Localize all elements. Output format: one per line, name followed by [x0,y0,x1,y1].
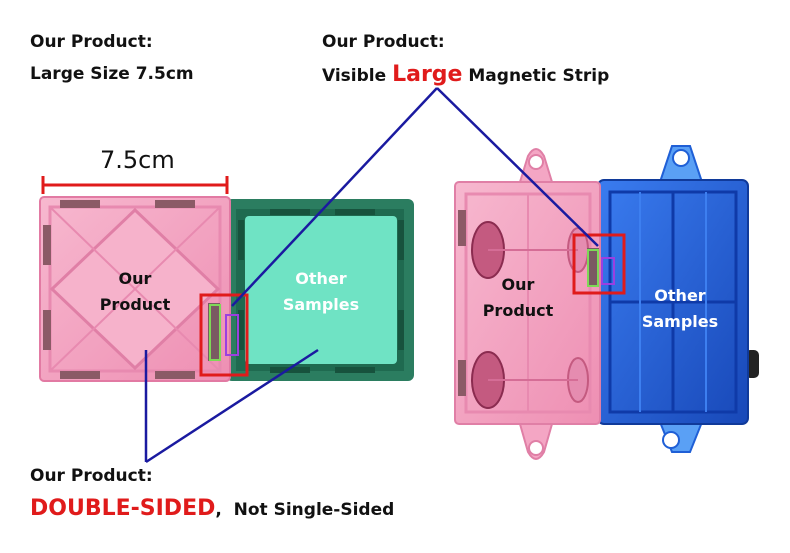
caption-top-right-line2: Visible Large Magnetic Strip [322,62,609,87]
caption-bottom-highlight: DOUBLE-SIDED [30,496,216,521]
pink-rectangle-tile [454,148,601,460]
left-pink-tile-line2: Product [99,295,171,314]
caption-bottom-suffix: , Not Single-Sided [215,500,395,520]
dimension-label: 7.5cm [100,146,175,174]
left-green-tile-line2: Samples [282,295,360,314]
left-green-tile-label: Other Samples [271,266,371,318]
magnet-strip-highlight-right [572,233,626,295]
left-green-tile-line1: Other [295,269,347,288]
left-pink-tile-line1: Our [118,269,152,288]
caption-top-right-suffix: Magnetic Strip [462,66,610,86]
dimension-marker [41,176,229,194]
caption-top-left-line2: Large Size 7.5cm [30,64,194,84]
pink-square-tile [39,196,231,382]
right-pink-tile-line1: Our [501,275,535,294]
caption-bottom-line1: Our Product: [30,466,153,486]
right-blue-tile-line1: Other [654,286,706,305]
right-pink-tile-line2: Product [482,301,554,320]
magnet-strip-highlight-left [199,293,249,377]
caption-top-right-line1: Our Product: [322,32,445,52]
left-pink-tile-label: Our Product [85,266,185,318]
caption-top-right-prefix: Visible [322,66,393,86]
caption-top-left-line1: Our Product: [30,32,153,52]
caption-bottom-line2: DOUBLE-SIDED, Not Single-Sided [30,496,394,521]
blue-tile [597,145,759,453]
right-pink-tile-label: Our Product [468,272,568,324]
right-blue-tile-label: Other Samples [630,283,730,335]
caption-top-right-highlight: Large [392,62,463,87]
right-blue-tile-line2: Samples [641,312,719,331]
annotation-lines [144,87,599,464]
